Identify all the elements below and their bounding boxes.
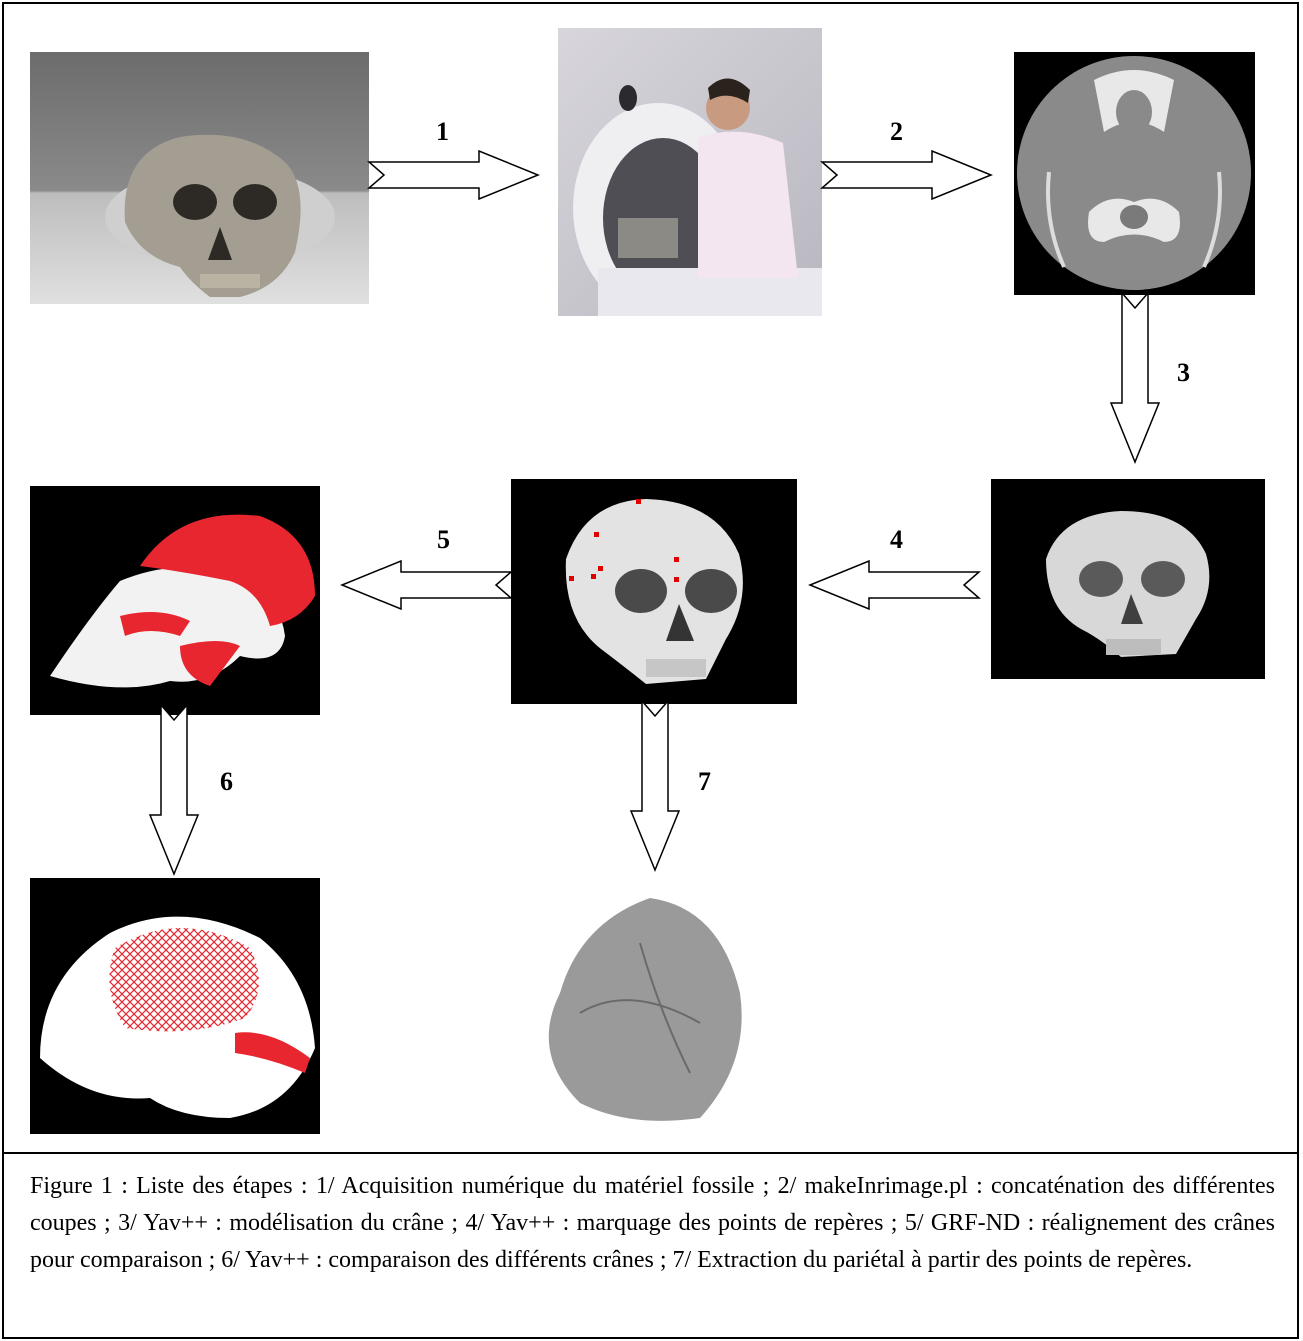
landmark-point (594, 532, 599, 537)
ct-slice-image (1014, 52, 1255, 295)
landmark-point (674, 577, 679, 582)
mesh-comparison-drawing (30, 878, 320, 1134)
skull-3d-model-drawing (991, 479, 1265, 679)
skull-3d-model (991, 479, 1265, 679)
arrow-right-1 (369, 151, 539, 201)
realigned-skulls-image (30, 486, 320, 715)
step-number-1: 1 (436, 117, 449, 147)
figure-caption: Figure 1 : Liste des étapes : 1/ Acquisi… (30, 1168, 1275, 1279)
skull-landmarks-drawing (511, 479, 797, 704)
landmark-point (636, 499, 641, 504)
landmark-point (674, 557, 679, 562)
arrow-left-4 (810, 561, 980, 611)
step-number-4: 4 (890, 525, 903, 555)
fossil-skull-drawing (30, 52, 369, 304)
step-number-6: 6 (220, 767, 233, 797)
step-number-7: 7 (698, 767, 711, 797)
landmark-point (598, 566, 603, 571)
ct-scanner-photo (558, 28, 822, 316)
step-number-5: 5 (437, 525, 450, 555)
caption-divider (2, 1152, 1299, 1154)
fossil-skull-photo (30, 52, 369, 304)
arrow-right-2 (822, 151, 992, 201)
parietal-extraction-drawing (520, 883, 755, 1133)
step-number-3: 3 (1177, 358, 1190, 388)
arrow-down-6 (150, 705, 200, 875)
arrow-down-7 (631, 701, 681, 871)
ct-slice-drawing (1014, 52, 1255, 295)
step-number-2: 2 (890, 117, 903, 147)
arrow-down-3 (1111, 293, 1161, 463)
parietal-extraction-image (520, 883, 755, 1133)
realigned-skulls-drawing (30, 486, 320, 715)
landmark-point (591, 574, 596, 579)
mesh-comparison-image (30, 878, 320, 1134)
arrow-left-5 (342, 561, 512, 611)
skull-landmarks-image (511, 479, 797, 704)
ct-scanner-drawing (558, 28, 822, 316)
landmark-point (569, 576, 574, 581)
